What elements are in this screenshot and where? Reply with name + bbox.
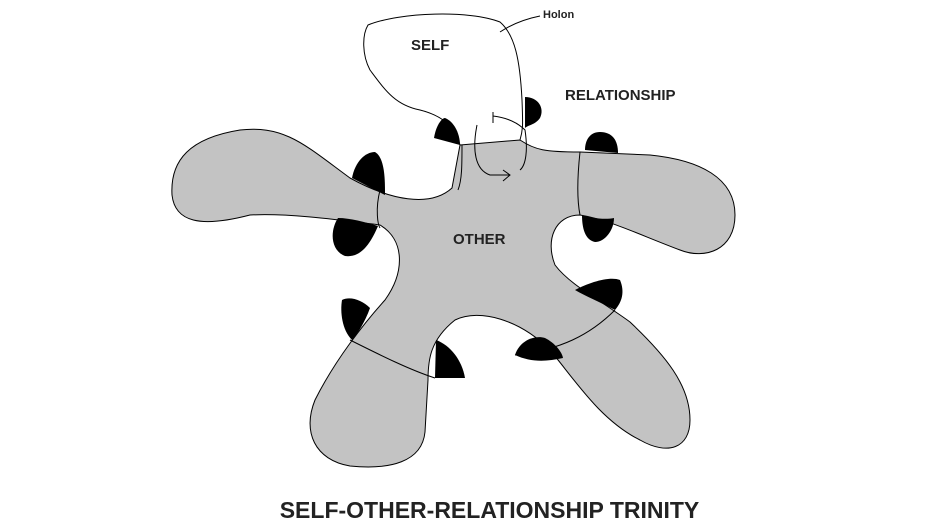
diagram-title: SELF-OTHER-RELATIONSHIP TRINITY xyxy=(279,497,700,523)
joint-blob xyxy=(434,118,460,145)
relationship-arrow xyxy=(474,112,527,182)
other-shape xyxy=(171,128,736,468)
joints xyxy=(332,97,623,378)
other-label: OTHER xyxy=(453,231,506,248)
joint-blob xyxy=(332,218,378,257)
holon-label: Holon xyxy=(543,9,575,21)
relationship-label: RELATIONSHIP xyxy=(565,87,676,104)
joint-blob xyxy=(575,278,623,310)
joint-blob xyxy=(585,132,618,153)
holon-pointer xyxy=(499,15,541,33)
joint-blob xyxy=(352,152,385,195)
joint-blob xyxy=(525,97,542,128)
self-label: SELF xyxy=(411,37,450,54)
self-holon-outline xyxy=(363,13,524,146)
joint-blob xyxy=(582,215,614,242)
joint-blob xyxy=(515,337,563,361)
joint-blob xyxy=(341,298,370,340)
joint-blob xyxy=(435,340,465,378)
